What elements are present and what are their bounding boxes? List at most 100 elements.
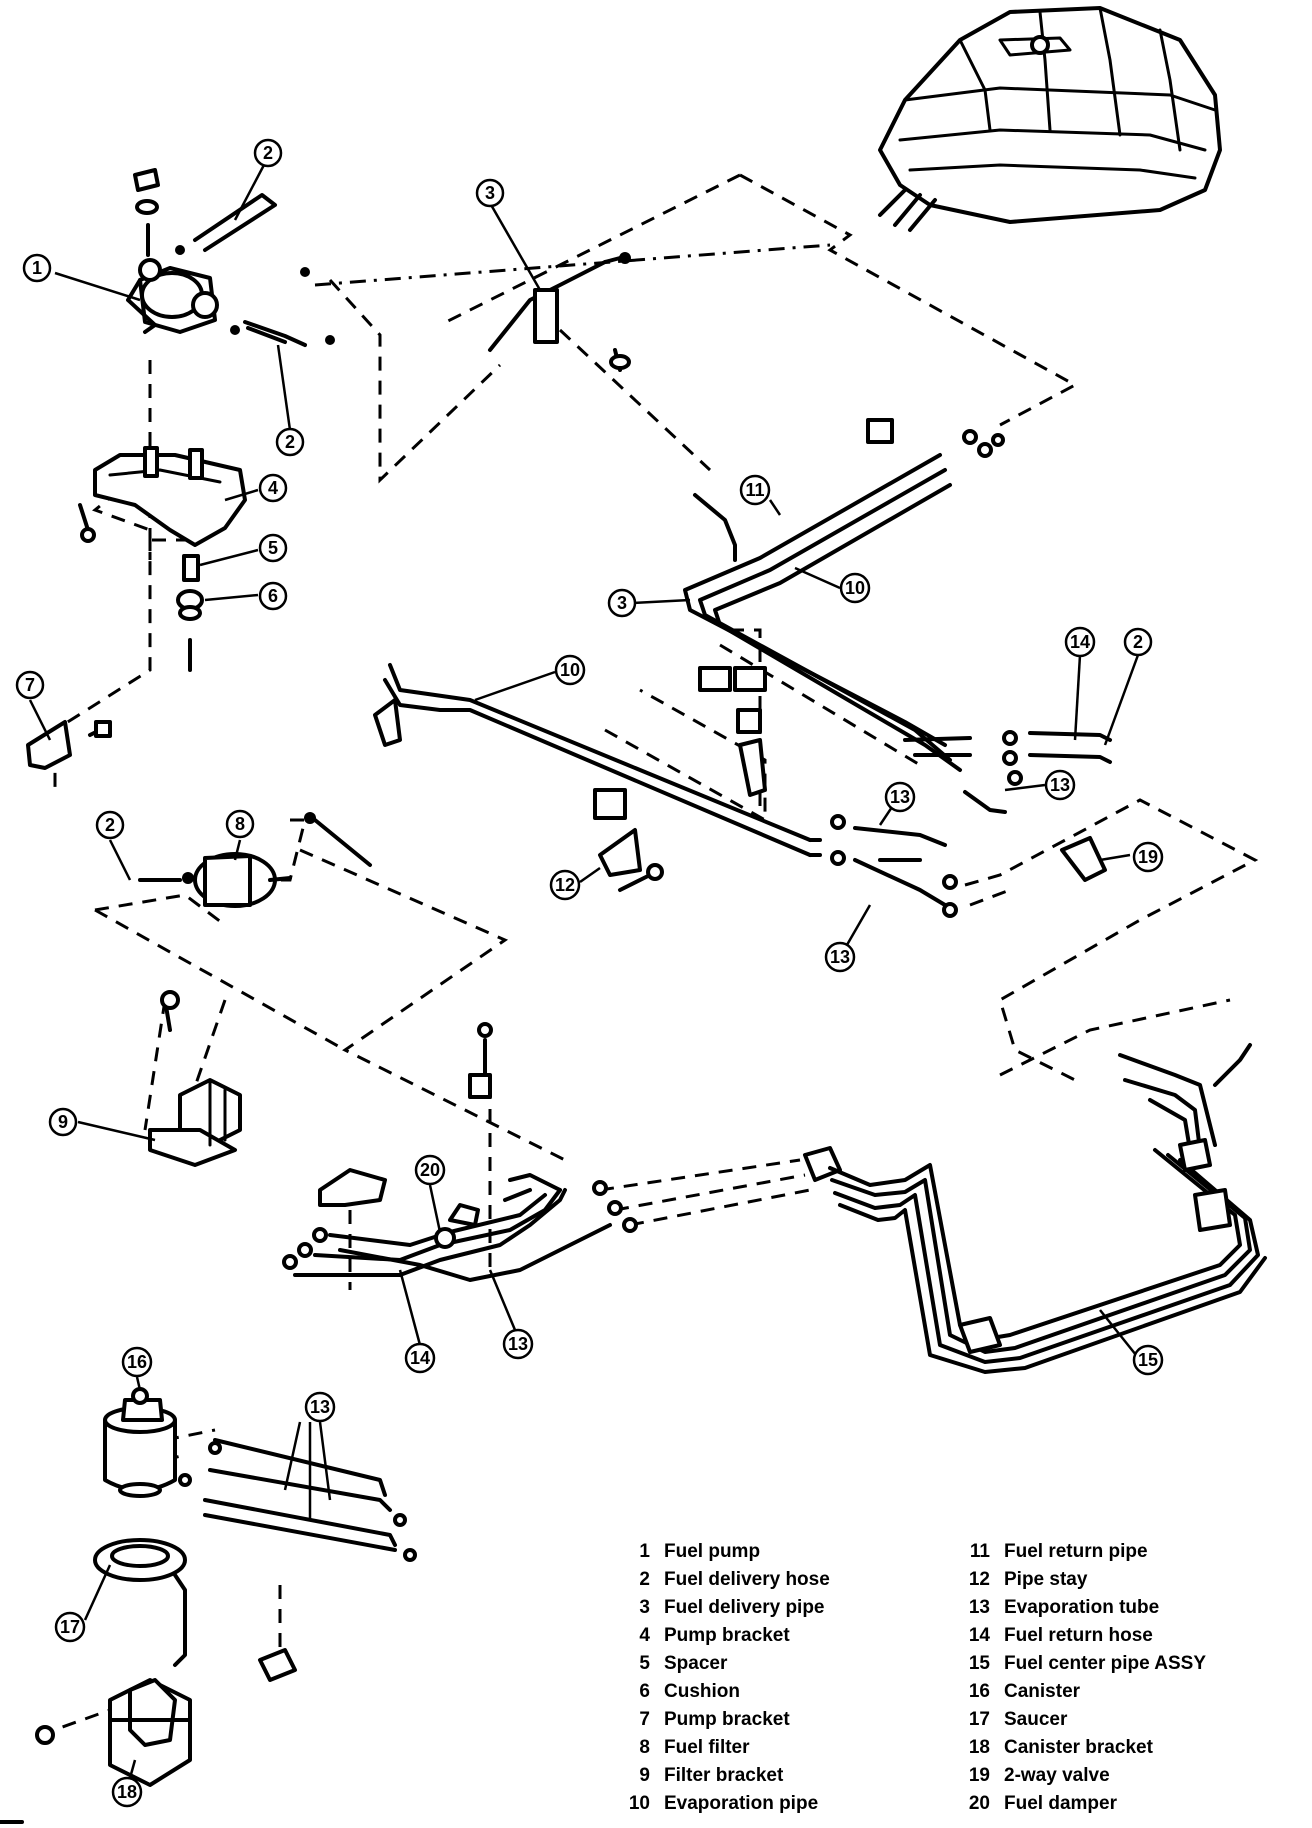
fuel-delivery-pipe-top <box>488 252 631 372</box>
svg-text:2: 2 <box>263 143 273 163</box>
pump-bracket-lower <box>26 720 112 770</box>
svg-text:1: 1 <box>32 258 42 278</box>
fuel-filter <box>138 812 372 908</box>
svg-text:9: 9 <box>58 1112 68 1132</box>
svg-text:3: 3 <box>617 593 627 613</box>
callout: 11 <box>739 474 771 506</box>
pump-bracket <box>78 446 247 547</box>
evaporation-pipe-long <box>373 663 822 857</box>
spacer-cushion <box>176 554 204 672</box>
svg-text:13: 13 <box>508 1334 528 1354</box>
callout: 12 <box>549 869 581 901</box>
callout: 2 <box>95 810 125 840</box>
filter-bracket <box>148 990 242 1167</box>
callout: 9 <box>48 1107 78 1137</box>
svg-text:11: 11 <box>745 480 764 500</box>
svg-text:13: 13 <box>1050 775 1070 795</box>
callout: 6 <box>258 581 288 611</box>
callout: 7 <box>15 670 45 700</box>
svg-text:13: 13 <box>310 1397 330 1417</box>
callout: 14 <box>1064 626 1096 658</box>
callout: 5 <box>258 533 288 563</box>
callout: 3 <box>475 178 505 208</box>
callout: 10 <box>839 572 871 604</box>
svg-text:10: 10 <box>560 660 580 680</box>
svg-text:13: 13 <box>830 947 850 967</box>
svg-text:2: 2 <box>1133 632 1143 652</box>
svg-text:15: 15 <box>1138 1350 1158 1370</box>
hoses-right <box>830 731 1112 918</box>
callout: 2 <box>275 427 305 457</box>
svg-text:16: 16 <box>127 1352 147 1372</box>
svg-text:7: 7 <box>25 675 35 695</box>
svg-text:14: 14 <box>410 1348 430 1368</box>
saucer <box>93 1538 187 1667</box>
svg-text:18: 18 <box>117 1782 137 1802</box>
svg-text:5: 5 <box>268 538 278 558</box>
callout: 2 <box>253 138 283 168</box>
fuel-center-pipe <box>803 1043 1267 1374</box>
fuel-tank <box>878 6 1222 232</box>
callout: 13 <box>1044 769 1076 801</box>
svg-text:4: 4 <box>268 478 278 498</box>
canister-bracket <box>35 1678 192 1787</box>
pipe-clips <box>593 666 1107 892</box>
svg-text:12: 12 <box>555 875 575 895</box>
svg-text:6: 6 <box>268 586 278 606</box>
svg-text:17: 17 <box>60 1617 80 1637</box>
svg-text:2: 2 <box>105 815 115 835</box>
canister <box>103 1387 417 1682</box>
fuel-pump <box>126 168 335 347</box>
svg-text:19: 19 <box>1138 847 1158 867</box>
callout: 8 <box>225 809 255 839</box>
callouts: 1 2 2 3 4 5 6 7 11 10 3 10 14 2 13 13 19… <box>15 138 1164 1808</box>
svg-text:14: 14 <box>1070 632 1090 652</box>
svg-text:8: 8 <box>235 814 245 834</box>
callout: 18 <box>111 1776 143 1808</box>
callout: 4 <box>258 473 288 503</box>
assembly-outlines <box>39 173 1259 1737</box>
callout: 20 <box>414 1154 446 1186</box>
svg-text:13: 13 <box>890 787 910 807</box>
callout: 2 <box>1123 627 1153 657</box>
callout: 19 <box>1132 841 1164 873</box>
svg-text:20: 20 <box>420 1160 440 1180</box>
callout: 17 <box>54 1611 86 1643</box>
leader-lines <box>28 162 1141 1779</box>
callout: 13 <box>304 1391 336 1423</box>
svg-text:3: 3 <box>485 183 495 203</box>
callout: 10 <box>554 654 586 686</box>
callout: 13 <box>824 941 856 973</box>
svg-text:2: 2 <box>285 432 295 452</box>
callout: 13 <box>502 1328 534 1360</box>
callout: 16 <box>121 1346 153 1378</box>
callout: 1 <box>22 253 52 283</box>
lower-harness <box>282 1022 638 1282</box>
callout: 15 <box>1132 1344 1164 1376</box>
callout: 3 <box>607 588 637 618</box>
